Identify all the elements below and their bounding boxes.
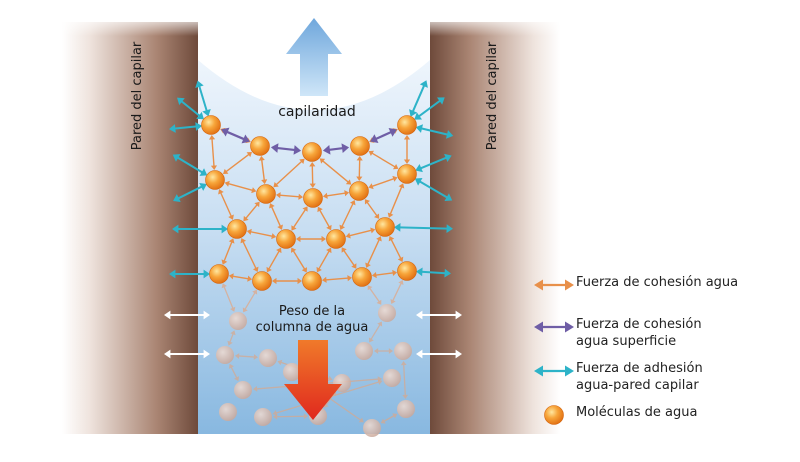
water-molecule bbox=[398, 165, 417, 184]
legend-item: Moléculas de agua bbox=[532, 402, 792, 436]
water-molecule bbox=[228, 220, 247, 239]
water-molecule-faded bbox=[234, 381, 252, 399]
water-molecule-faded bbox=[397, 400, 415, 418]
weight-label-line1: Peso de la bbox=[279, 304, 345, 319]
wall-label-left: Pared del capilar bbox=[130, 41, 145, 150]
legend-label: Fuerza de cohesión agua superficie bbox=[576, 314, 702, 350]
water-molecule bbox=[206, 171, 225, 190]
water-molecule-faded bbox=[219, 403, 237, 421]
water-molecule-faded bbox=[229, 312, 247, 330]
water-molecule-faded bbox=[394, 342, 412, 360]
legend-molecule-icon bbox=[532, 402, 576, 436]
water-molecule bbox=[251, 137, 270, 156]
water-molecule bbox=[253, 272, 272, 291]
water-molecule-faded bbox=[363, 419, 381, 437]
legend-item: Fuerza de adhesión agua-pared capilar bbox=[532, 358, 792, 394]
water-molecule bbox=[398, 262, 417, 281]
water-molecule bbox=[350, 182, 369, 201]
water-molecule-faded bbox=[254, 408, 272, 426]
water-molecule bbox=[303, 272, 322, 291]
water-molecule-faded bbox=[383, 369, 401, 387]
capillarity-label: capilaridad bbox=[278, 104, 356, 120]
legend-item: Fuerza de cohesión agua bbox=[532, 272, 792, 306]
water-molecule bbox=[353, 268, 372, 287]
water-molecule bbox=[304, 189, 323, 208]
water-molecule-faded bbox=[216, 346, 234, 364]
legend-label: Fuerza de cohesión agua bbox=[576, 272, 738, 291]
water-molecule bbox=[202, 116, 221, 135]
water-molecule bbox=[376, 218, 395, 237]
legend-arrow-icon bbox=[532, 358, 576, 392]
legend-label: Moléculas de agua bbox=[576, 402, 697, 421]
water-molecule-faded bbox=[378, 304, 396, 322]
water-molecule bbox=[351, 137, 370, 156]
water-molecule bbox=[210, 265, 229, 284]
legend-label: Fuerza de adhesión agua-pared capilar bbox=[576, 358, 703, 394]
legend-arrow-icon bbox=[532, 272, 576, 306]
water-molecule-faded bbox=[355, 342, 373, 360]
water-molecule bbox=[327, 230, 346, 249]
water-molecule bbox=[398, 116, 417, 135]
wall-label-right: Pared del capilar bbox=[485, 41, 500, 150]
weight-label-line2: columna de agua bbox=[256, 320, 369, 335]
water-molecule bbox=[257, 185, 276, 204]
water-molecule bbox=[277, 230, 296, 249]
water-molecule bbox=[303, 143, 322, 162]
water-molecule-faded bbox=[259, 349, 277, 367]
legend-arrow-icon bbox=[532, 314, 576, 348]
legend-item: Fuerza de cohesión agua superficie bbox=[532, 314, 792, 350]
